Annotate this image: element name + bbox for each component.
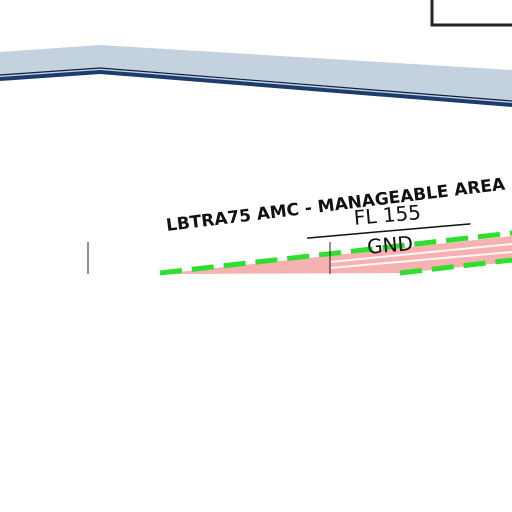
boundary-line-inner [0,67,512,102]
airspace-area-dashed-lower [399,257,512,276]
limit-divider [307,223,471,239]
airspace-area-dashed-upper [159,230,512,276]
lower-limit-label: GND [366,231,414,259]
boundary-band [0,45,512,104]
boundary-line [0,69,512,107]
upper-limit-label: FL 155 [353,200,422,230]
map-frame-corner [430,0,512,27]
airspace-area-highlight [329,243,512,269]
airspace-name-label: LBTRA75 AMC - MANAGEABLE AREA [165,174,507,236]
